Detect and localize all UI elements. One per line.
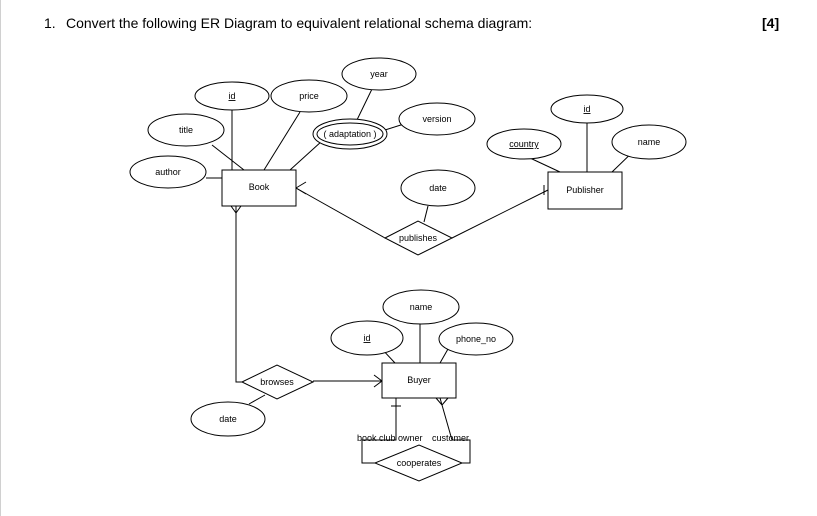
line-book-publishes: [295, 187, 386, 239]
entity-buyer: Buyer: [381, 362, 457, 399]
entity-book-label: Book: [249, 182, 270, 192]
line-publishes-date: [423, 205, 429, 223]
attribute-book-author: author: [129, 155, 207, 189]
attribute-book-version-label: version: [422, 114, 451, 124]
attribute-book-id: id: [194, 81, 270, 111]
relationship-cooperates: cooperates: [373, 444, 464, 482]
relationship-cooperates-label: cooperates: [397, 458, 442, 468]
line-book-title: [211, 144, 245, 171]
attribute-buyer-name: name: [382, 289, 460, 325]
attribute-book-version: version: [398, 102, 476, 136]
entity-buyer-label: Buyer: [407, 375, 431, 385]
crowfoot-book-publishes-a: [295, 181, 307, 189]
attribute-publisher-country-label: country: [509, 139, 539, 149]
attribute-book-price-label: price: [299, 91, 319, 101]
attribute-buyer-id-label: id: [363, 333, 370, 343]
line-buyer-phone: [439, 348, 449, 364]
entity-book: Book: [221, 169, 297, 207]
entity-publisher: Publisher: [547, 171, 623, 210]
attribute-publishes-date-label: date: [429, 183, 447, 193]
attribute-buyer-id: id: [330, 320, 404, 356]
relationship-publishes: publishes: [383, 220, 454, 256]
line-buyer-cooperates-owner: [361, 398, 397, 464]
question-marks: [4]: [762, 15, 780, 31]
crowfoot-customer-a: [435, 397, 443, 406]
attribute-book-year-label: year: [370, 69, 388, 79]
line-book-price: [263, 111, 301, 171]
attribute-book-adaptation-label: ( adaptation ): [323, 129, 376, 139]
line-adaptation-year: [354, 88, 373, 125]
attribute-browses-date-label: date: [219, 414, 237, 424]
question-text: Convert the following ER Diagram to equi…: [66, 15, 533, 31]
entity-publisher-label: Publisher: [566, 185, 604, 195]
role-book-club-owner-label: book club owner: [357, 433, 423, 443]
crowfoot-book-publishes-b: [295, 187, 307, 195]
crowfoot-book-browses-a: [230, 205, 237, 214]
role-customer-label: customer: [432, 433, 469, 443]
attribute-book-title: title: [147, 113, 225, 147]
attribute-publisher-id: id: [550, 94, 624, 124]
crowfoot-book-browses-b: [235, 205, 242, 214]
attribute-book-year: year: [341, 57, 417, 91]
line-adaptation-version: [384, 123, 405, 131]
line-browses-date: [248, 394, 266, 405]
relationship-publishes-label: publishes: [399, 233, 438, 243]
attribute-publisher-name: name: [611, 124, 687, 160]
attribute-book-id-label: id: [228, 91, 235, 101]
page-left-border: [0, 0, 1, 516]
line-publisher-country: [529, 157, 561, 173]
crowfoot-buyer-browses-a: [373, 374, 383, 382]
attribute-buyer-phone-label: phone_no: [456, 334, 496, 344]
attribute-publisher-country: country: [486, 128, 562, 160]
line-book-browses: [235, 206, 242, 383]
attribute-buyer-name-label: name: [410, 302, 433, 312]
attribute-book-title-label: title: [179, 125, 193, 135]
attribute-book-adaptation-composite: ( adaptation ): [312, 118, 388, 150]
attribute-publishes-date: date: [400, 169, 476, 207]
attribute-book-author-label: author: [155, 167, 181, 177]
line-buyer-cooperates-customer: [439, 397, 471, 464]
relationship-browses: browses: [240, 364, 315, 400]
attribute-browses-date: date: [190, 401, 266, 437]
crowfoot-buyer-browses-b: [373, 380, 383, 388]
attribute-publisher-name-label: name: [638, 137, 661, 147]
relationship-browses-label: browses: [260, 377, 294, 387]
attribute-book-price: price: [270, 79, 348, 113]
question-number: 1.: [44, 15, 56, 31]
connector-lines: [206, 88, 641, 464]
attribute-buyer-phone: phone_no: [438, 322, 514, 356]
line-book-adaptation: [289, 140, 323, 171]
line-publishes-publisher: [451, 189, 549, 239]
crowfoot-customer-b: [441, 397, 449, 406]
attribute-publisher-id-label: id: [583, 104, 590, 114]
